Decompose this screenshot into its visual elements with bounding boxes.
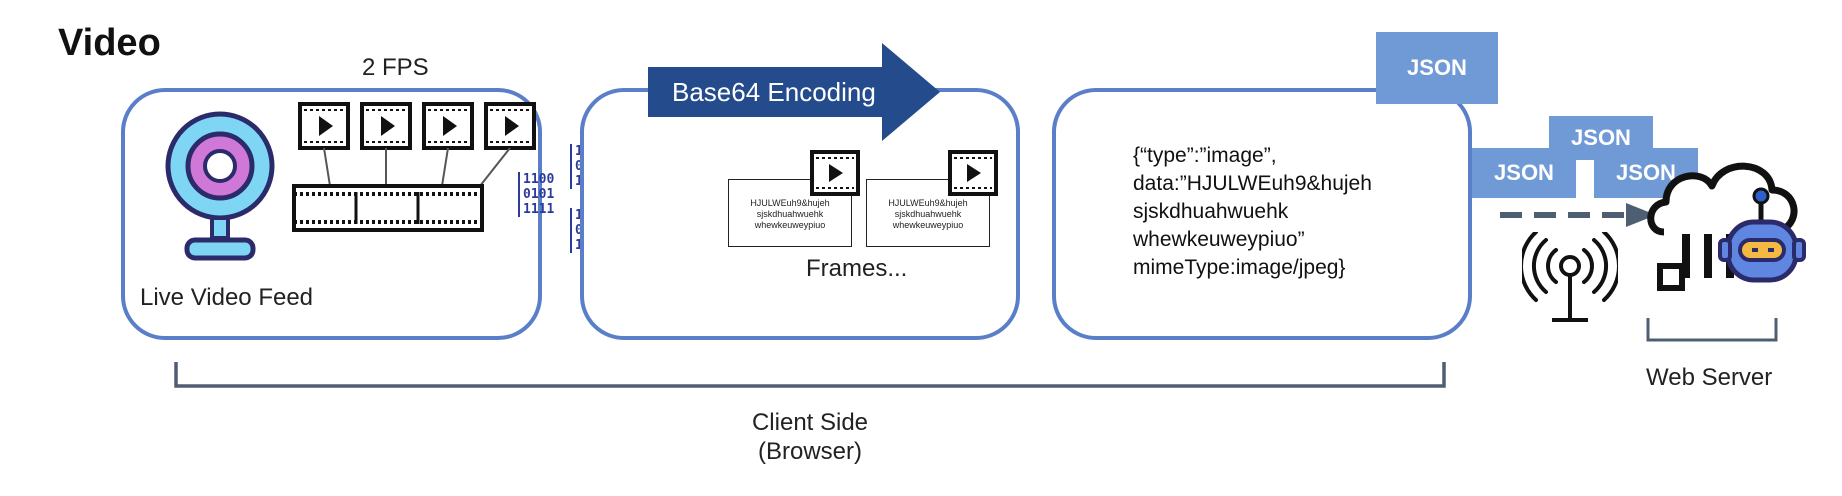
server-bracket [1646,318,1778,342]
json-line: data:”HJULWEuh9&hujeh [1133,172,1372,195]
frames-label: Frames... [806,255,908,282]
encoded-frame-card: HJULWEuh9&hujeh sjskdhuahwuehk whewkeuwe… [728,179,852,247]
wireless-antenna-icon [1522,232,1618,322]
json-line: {“type”:”image”, [1133,144,1277,167]
json-line: mimeType:image/jpeg} [1133,256,1346,279]
film-strip-icon [292,102,536,232]
video-frame-icon [810,150,860,196]
frame-text-line: sjskdhuahwuehk [756,209,824,219]
json-line: sjskdhuahwuehk [1133,200,1289,223]
binary-line: 1100 [523,172,555,187]
client-side-line: (Browser) [757,438,862,465]
client-side-bracket [174,362,1446,388]
video-frame-icon [948,150,998,196]
web-server-icon [1647,162,1806,291]
webcam-icon [165,111,275,261]
web-server-label: Web Server [1646,364,1773,391]
json-payload-panel [1052,88,1472,340]
binary-line: 0101 [523,187,555,202]
frame-text-line: whewkeuweypiuo [892,220,964,230]
transfer-arrow [1500,203,1656,227]
json-line: whewkeuweypiuo” [1133,228,1305,251]
base64-encoding-arrow [648,43,940,141]
binary-line: 1111 [523,202,555,217]
frame-text-line: HJULWEuh9&hujeh [750,198,830,208]
frame-text-line: whewkeuweypiuo [754,220,826,230]
frame-text-line: sjskdhuahwuehk [894,209,962,219]
base64-encoding-label: Base64 Encoding [672,77,876,107]
json-tag: JSON [1376,32,1498,104]
diagram-title: Video [58,22,161,64]
live-video-feed-label: Live Video Feed [140,284,314,311]
client-side-label: Client Side (Browser) [730,408,890,466]
client-side-line: Client Side [751,409,869,436]
json-payload-text: {“type”:”image”, data:”HJULWEuh9&hujeh s… [1133,142,1372,282]
fps-label: 2 FPS [362,54,429,81]
frame-text-line: HJULWEuh9&hujeh [888,198,968,208]
